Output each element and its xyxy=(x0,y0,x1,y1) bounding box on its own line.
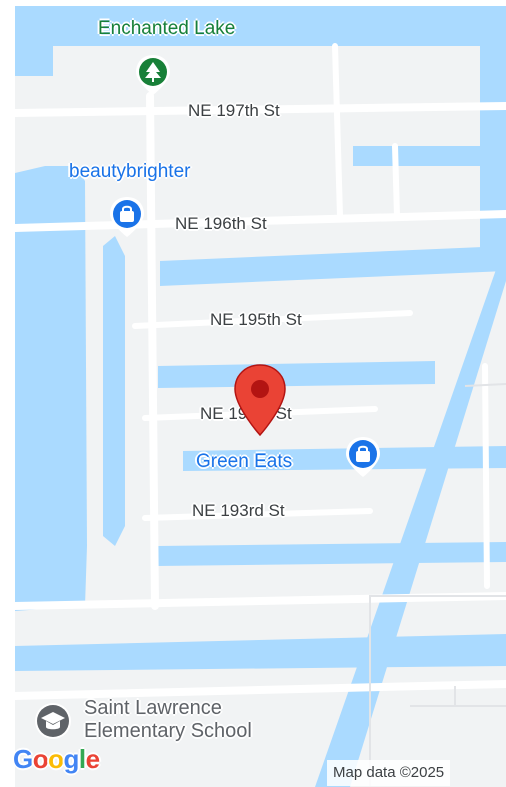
water-areas xyxy=(15,6,506,787)
shopping-bag-icon[interactable] xyxy=(344,436,382,478)
street-label-ne-197th: NE 197th St xyxy=(188,101,280,120)
street-label-ne-193rd: NE 193rd St xyxy=(192,501,285,520)
location-pin-icon[interactable] xyxy=(232,363,288,437)
park-icon[interactable] xyxy=(134,54,172,96)
map-base xyxy=(15,6,506,787)
poi-label-green-eats[interactable]: Green Eats xyxy=(196,451,293,472)
map-attribution: Map data ©2025 xyxy=(327,760,451,786)
map-canvas[interactable]: NE 197th St NE 196th St NE 195th St NE 1… xyxy=(15,6,506,787)
poi-label-school[interactable]: Saint Lawrence Elementary School xyxy=(84,697,252,742)
poi-label-enchanted-lake[interactable]: Enchanted Lake xyxy=(98,18,236,39)
google-logo: Google xyxy=(13,744,100,774)
shopping-bag-icon[interactable] xyxy=(108,196,146,238)
street-label-ne-195th: NE 195th St xyxy=(210,310,302,329)
poi-label-beautybrighter[interactable]: beautybrighter xyxy=(69,161,191,182)
school-icon[interactable] xyxy=(33,701,73,741)
street-label-ne-196th: NE 196th St xyxy=(175,214,267,233)
